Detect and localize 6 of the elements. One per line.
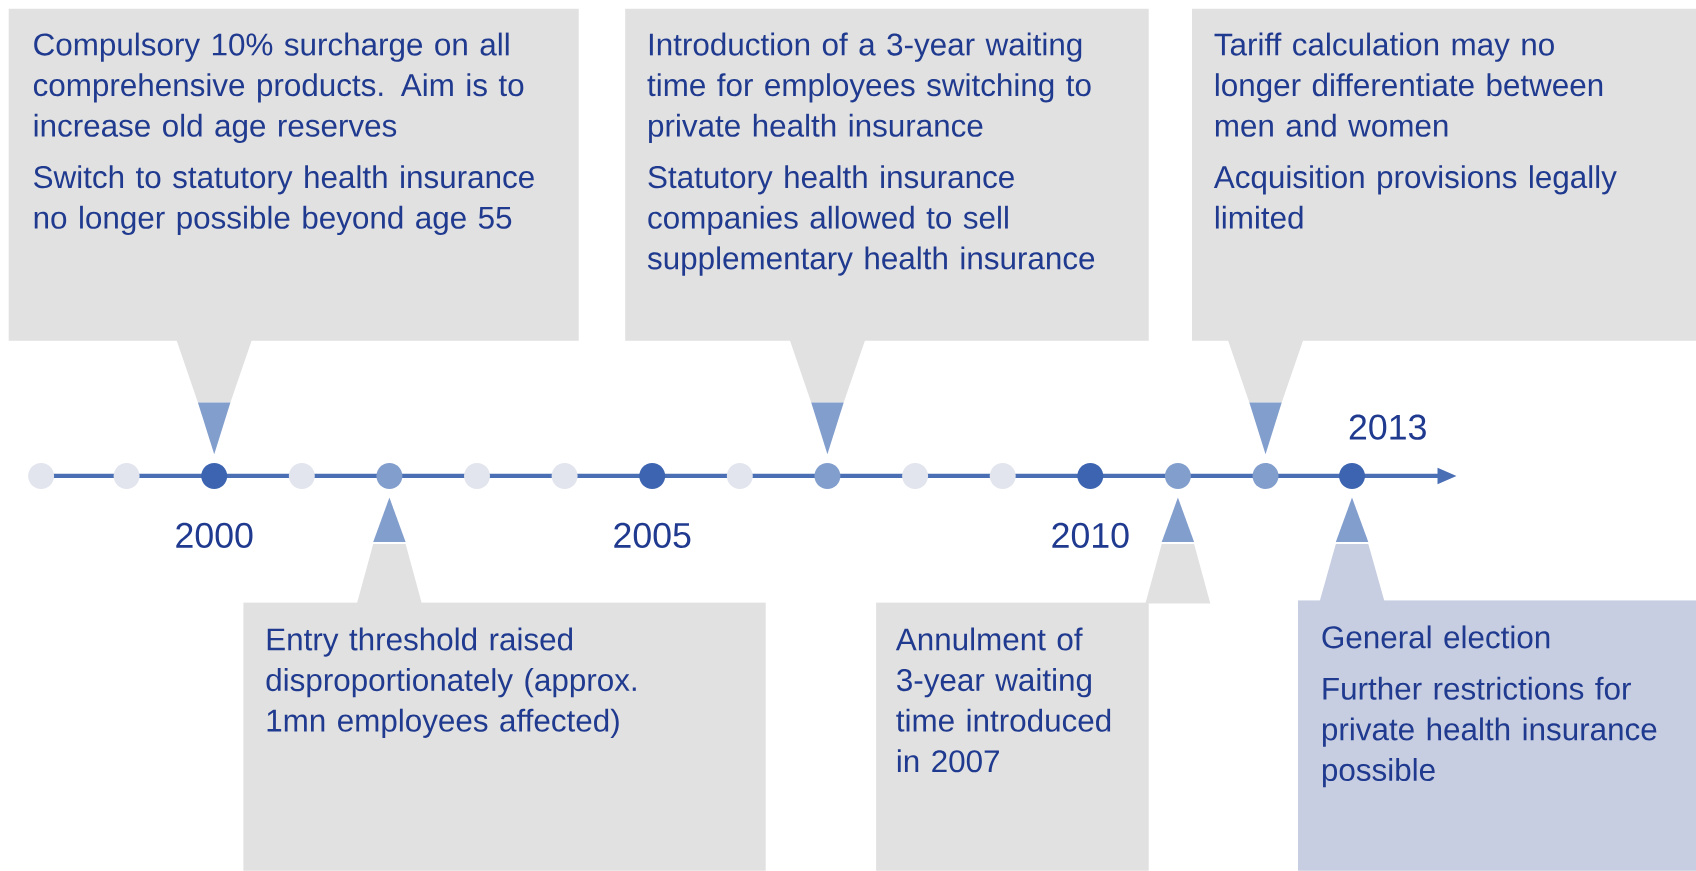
year-label: 2013 (1349, 414, 1426, 440)
callout-box: Introduction of a 3-year waiting time for employees switching to private health insurance Statutory health insurance companies allowed to sell supplementary health insurance (625, 8, 1149, 455)
callout-box: General election Further restrictions for private health insurance possible (1298, 497, 1696, 871)
year-label: 2005 (614, 522, 691, 549)
callout-box: Compulsory 10% surcharge on all comprehensive products. Aim is to increase old age reserves Switch to statutory health insurance no longer possible beyond age 55 (8, 8, 579, 455)
year-label: 2010 (1052, 522, 1129, 549)
